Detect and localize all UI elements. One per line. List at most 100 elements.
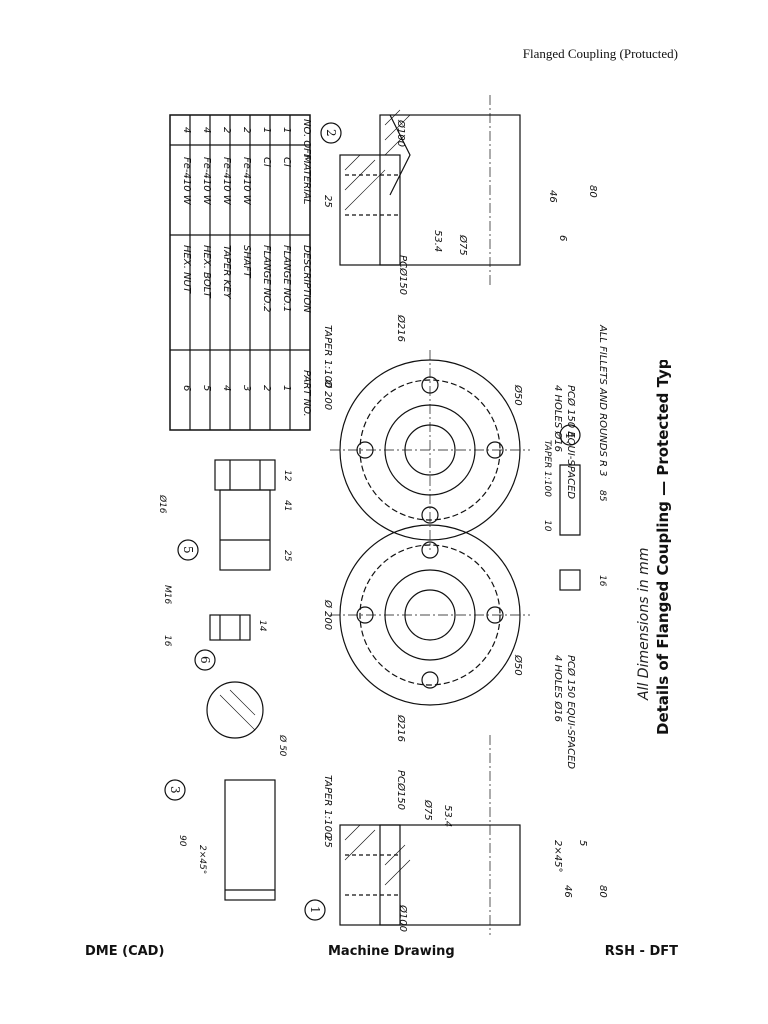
table-cell: SHAFT	[241, 245, 252, 278]
dim-label: 6	[557, 235, 568, 241]
part-number: 4	[563, 431, 577, 439]
dim-label: PCØ 150 EQUI-SPACED	[565, 655, 577, 769]
part-balloon	[177, 539, 199, 561]
part-balloon	[164, 779, 186, 801]
table-cell: CI	[281, 157, 292, 167]
dim-label: Ø216	[395, 314, 407, 342]
dim-label: Ø100	[397, 904, 409, 932]
dim-label: 14	[257, 620, 267, 632]
dim-label: PCØ150	[397, 255, 409, 295]
table-header: DESCRIPTION	[301, 245, 312, 313]
part-balloon	[304, 899, 326, 921]
dim-label: 16	[162, 635, 172, 647]
flange-1-section	[339, 735, 521, 935]
drawing-caption: All Dimensions in mm Details of Flanged …	[632, 360, 692, 740]
dim-label: PCØ 150 EQUI-SPACED	[565, 385, 577, 499]
table-cell: 1	[281, 127, 292, 133]
dim-label: Ø16	[160, 494, 168, 514]
hex-bolt	[214, 459, 276, 571]
dim-label: TAPER 1:100	[542, 440, 552, 497]
dim-label: PCØ150	[395, 770, 407, 810]
footer-right: RSH - DFT	[604, 944, 678, 959]
part-number: 2	[324, 129, 338, 137]
table-header: PART NO.	[301, 370, 312, 417]
table-cell: HEX. BOLT	[201, 245, 212, 299]
dim-label: 80	[587, 185, 598, 198]
dim-label: ALL FILLETS AND ROUNDS R 3	[597, 324, 608, 477]
dim-label: TAPER 1:100	[322, 325, 333, 388]
dim-label: 90	[177, 835, 187, 847]
parts-table	[169, 114, 311, 431]
dim-label: Ø216	[395, 714, 407, 742]
dim-label: 5	[577, 840, 588, 846]
table-cell: 4	[201, 127, 212, 133]
table-cell: Fe-410 W	[201, 157, 212, 206]
dim-label: Ø 200	[322, 379, 334, 410]
table-cell: Fe-410 W	[221, 157, 232, 206]
flange-1-front-view	[330, 524, 530, 706]
table-cell: HEX. NUT	[181, 245, 192, 294]
caption-dimensions: All Dimensions in mm	[636, 548, 652, 701]
table-cell: 2	[261, 385, 272, 391]
table-cell: Fe-410 W	[241, 157, 252, 206]
dim-label: 53.4	[432, 230, 443, 252]
header-title: Flanged Coupling (Protucted)	[522, 46, 678, 61]
table-cell: FLANGE NO.1	[281, 245, 292, 312]
dim-label: Ø75	[422, 799, 434, 821]
table-cell: CI	[261, 157, 272, 167]
hex-nut	[209, 614, 251, 641]
dim-label: Ø 50	[277, 734, 288, 757]
table-cell: 6	[181, 385, 192, 391]
part-number: 3	[168, 786, 182, 794]
part-number: 6	[198, 656, 212, 664]
dim-label: 41	[282, 500, 292, 511]
dim-label: Ø50	[512, 654, 524, 676]
flange-2-section	[339, 95, 521, 285]
part-balloon	[320, 122, 342, 144]
shaft	[206, 681, 276, 901]
flange-2-front-view	[330, 350, 530, 550]
part-balloon	[194, 649, 216, 671]
table-cell: 4	[221, 385, 232, 391]
dim-label: 25	[282, 550, 292, 562]
taper-key	[559, 464, 581, 591]
dim-label: Ø 200	[322, 599, 334, 630]
table-cell: 2	[221, 127, 232, 133]
table-header: NO. OFF	[301, 119, 312, 160]
table-cell: 1	[261, 127, 272, 133]
part-number: 5	[181, 546, 195, 554]
table-header: MATERIAL	[301, 155, 312, 204]
dim-label: Ø50	[512, 384, 524, 406]
dim-label: 12	[282, 470, 292, 482]
dim-label: Ø75	[457, 234, 469, 256]
dim-label: 85	[597, 490, 607, 502]
dim-label: 53.4	[442, 805, 453, 827]
dim-label: TAPER 1:100	[322, 775, 333, 838]
page-footer: DME (CAD) Machine Drawing RSH - DFT	[0, 944, 768, 964]
table-cell: 3	[241, 385, 252, 391]
dim-label: 16	[597, 575, 607, 587]
dim-label: 25	[322, 195, 333, 208]
dim-label: 2×45°	[552, 840, 563, 872]
table-cell: Fe-410 W	[181, 157, 192, 206]
footer-left: DME (CAD)	[85, 944, 165, 959]
dim-label: 4 HOLES Ø16	[552, 655, 564, 722]
dim-label: 80	[597, 885, 608, 898]
footer-center: Machine Drawing	[328, 944, 455, 959]
dim-label: 25	[322, 835, 333, 848]
dim-label: M16	[162, 585, 172, 604]
dim-label: 46	[562, 885, 573, 898]
table-cell: 4	[181, 127, 192, 133]
dim-label: 4 HOLES Ø16	[552, 385, 564, 452]
dim-label: 10	[542, 520, 552, 532]
technical-drawing: 4 Fe-410 W HEX. NUT 6 4 Fe-410 W HEX. BO…	[160, 95, 630, 935]
part-number: 1	[308, 906, 322, 914]
dim-label: 46	[547, 190, 558, 203]
table-cell: 1	[281, 385, 292, 391]
table-cell: 2	[241, 127, 252, 133]
dim-label: Ø100	[395, 119, 407, 147]
table-cell: FLANGE NO.2	[261, 245, 272, 312]
table-cell: 5	[201, 385, 212, 391]
dim-label: 2×45°	[197, 845, 207, 874]
caption-title: Details of Flanged Coupling — Protected …	[654, 360, 672, 735]
